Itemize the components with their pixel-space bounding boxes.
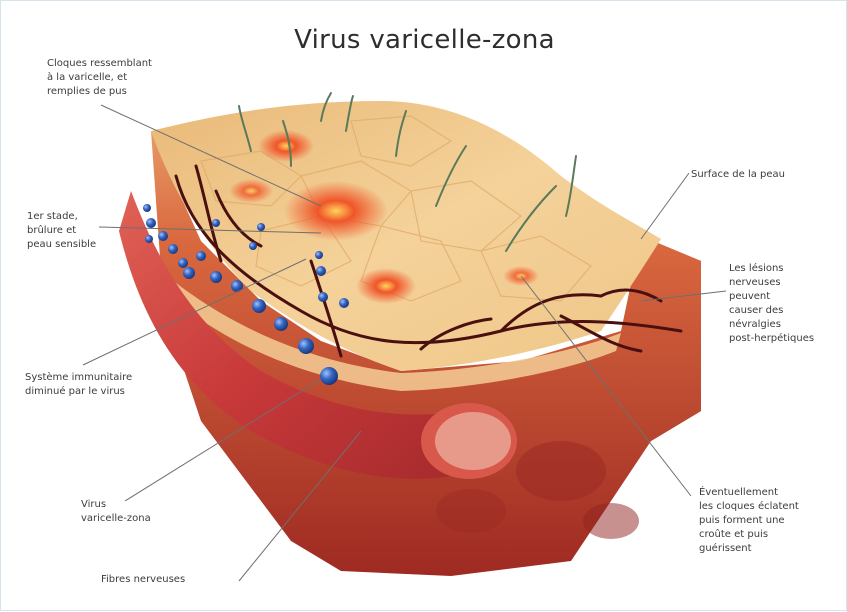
blister [229,179,273,203]
label-first-stage: 1er stade, brûlure et peau sensible [27,210,96,252]
tissue-blotch [516,441,606,501]
label-blisters: Cloques ressemblant à la varicelle, et r… [47,57,152,99]
tissue-blotch [583,503,639,539]
label-immune-system: Système immunitaire diminué par le virus [25,371,132,399]
blister [356,268,416,304]
label-skin-surface: Surface de la peau [691,168,785,182]
tissue-blotch [436,489,506,533]
label-nerve-fibers: Fibres nerveuses [101,573,185,587]
label-virus: Virus varicelle-zona [81,498,151,526]
vessel-lumen [435,412,511,470]
blister [258,130,314,162]
label-crust-healing: Éventuellement les cloques éclatent puis… [699,486,799,556]
label-nerve-lesions: Les lésions nerveuses peuvent causer des… [729,262,814,346]
